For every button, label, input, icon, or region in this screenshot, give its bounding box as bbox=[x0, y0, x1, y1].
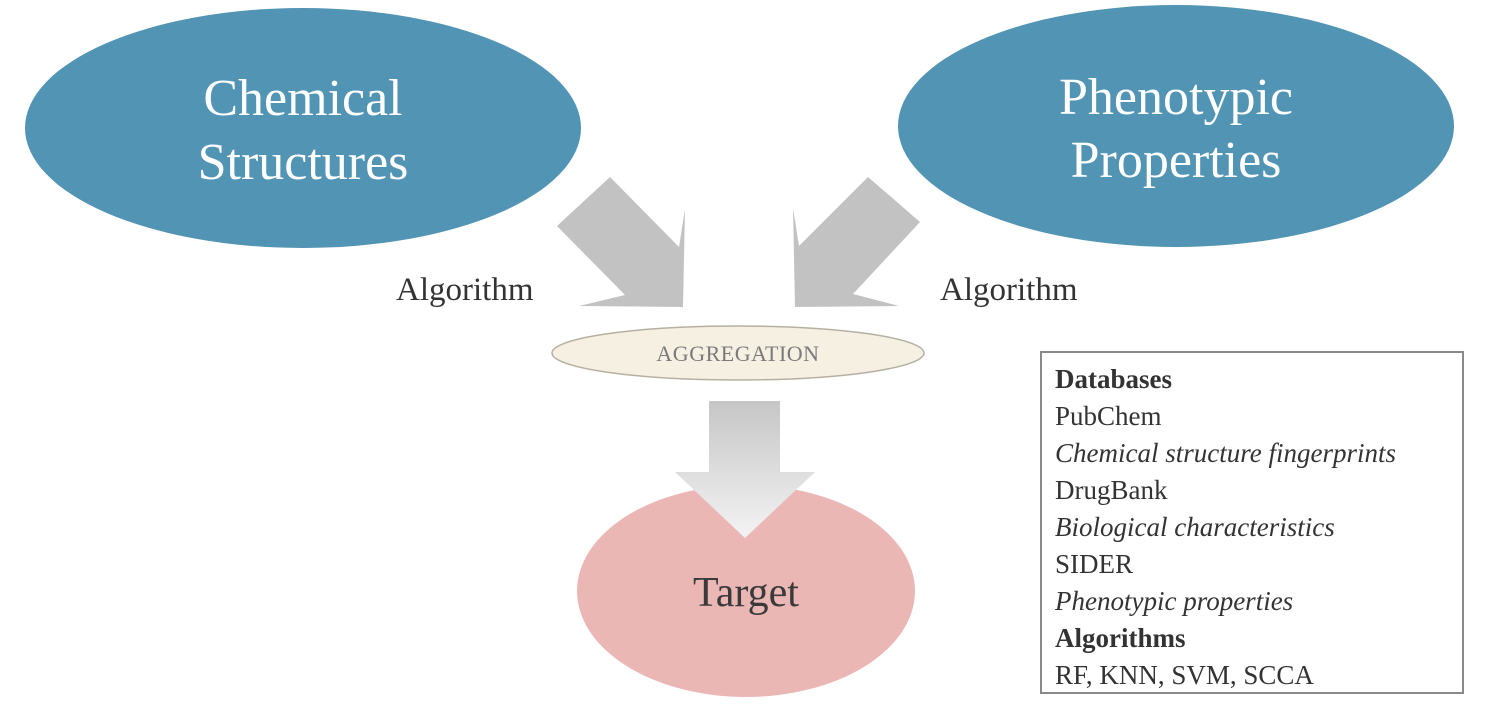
phenotypic-properties-label-line2: Properties bbox=[1071, 132, 1282, 189]
aggregation-node: AGGREGATION bbox=[551, 325, 925, 381]
left-algorithm-label: Algorithm bbox=[396, 272, 534, 308]
target-node: Target bbox=[577, 485, 915, 697]
info-item-sider-description: Phenotypic properties bbox=[1055, 586, 1294, 616]
right-diagonal-arrow bbox=[793, 177, 920, 307]
info-item-drugbank: DrugBank bbox=[1055, 475, 1168, 505]
info-heading-algorithms: Algorithms bbox=[1055, 623, 1186, 653]
info-item-sider: SIDER bbox=[1055, 549, 1134, 579]
chemical-structures-ellipse bbox=[25, 8, 581, 248]
right-algorithm-label: Algorithm bbox=[940, 272, 1078, 308]
chemical-structures-node: Chemical Structures bbox=[25, 8, 581, 248]
info-heading-databases: Databases bbox=[1055, 364, 1173, 394]
aggregation-ellipse bbox=[551, 325, 925, 381]
chemical-structures-label-line2: Structures bbox=[198, 134, 409, 191]
aggregation-label: AGGREGATION bbox=[656, 341, 819, 366]
chemical-structures-label-line1: Chemical bbox=[203, 70, 402, 127]
target-label: Target bbox=[693, 570, 799, 616]
info-item-pubchem: PubChem bbox=[1055, 401, 1162, 431]
phenotypic-properties-label-line1: Phenotypic bbox=[1059, 69, 1293, 126]
info-box: Databases PubChem Chemical structure fin… bbox=[1040, 351, 1464, 694]
info-item-pubchem-description: Chemical structure fingerprints bbox=[1055, 438, 1396, 468]
phenotypic-properties-node: Phenotypic Properties bbox=[898, 5, 1454, 247]
target-ellipse bbox=[577, 485, 915, 697]
down-arrow bbox=[675, 401, 815, 538]
phenotypic-properties-ellipse bbox=[898, 5, 1454, 247]
left-diagonal-arrow bbox=[557, 177, 685, 307]
info-item-algorithms-list: RF, KNN, SVM, SCCA bbox=[1055, 660, 1314, 690]
info-item-drugbank-description: Biological characteristics bbox=[1055, 512, 1335, 542]
